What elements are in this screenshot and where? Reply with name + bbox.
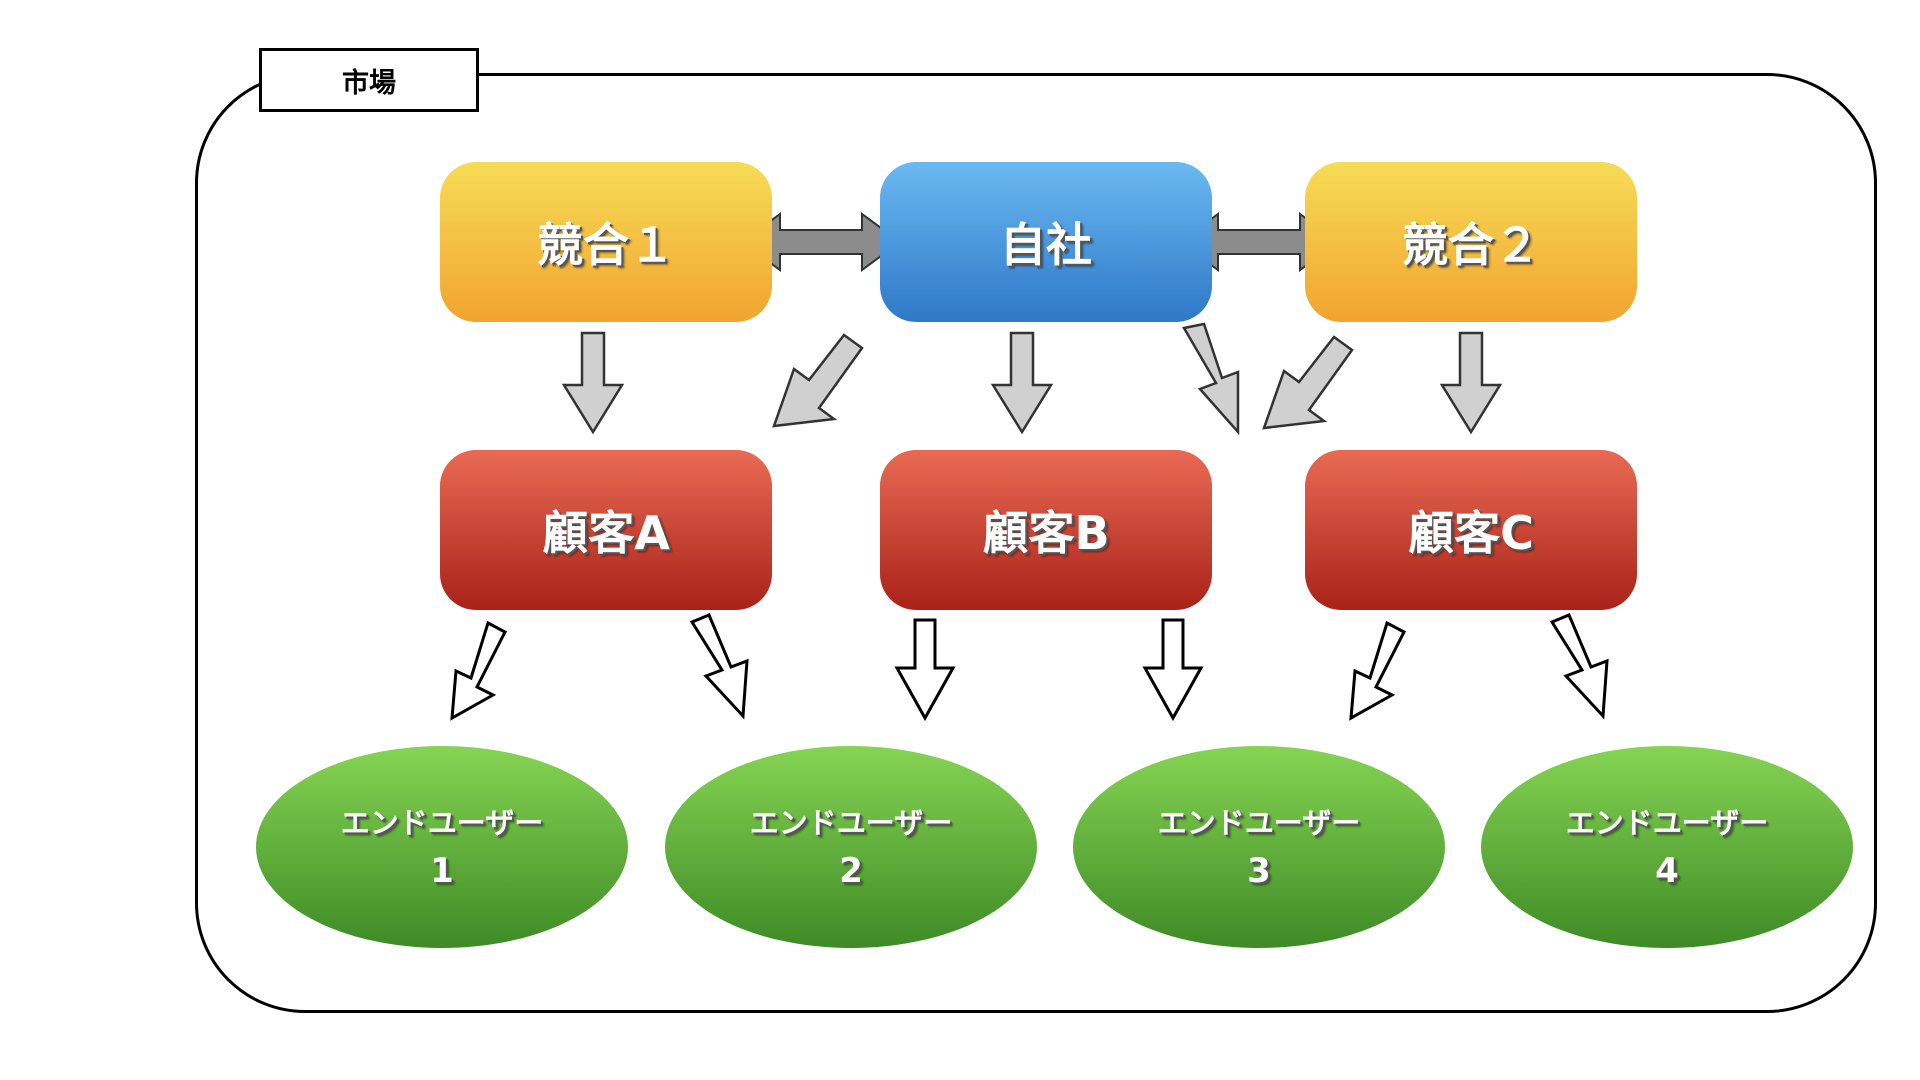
- market-boundary: [195, 73, 1877, 1013]
- end-user-2-node: エンドユーザー 2: [665, 746, 1037, 948]
- end-user-label: エンドユーザー: [340, 806, 544, 840]
- customer-a-node: 顧客A: [440, 450, 772, 610]
- self-company-node: 自社: [880, 162, 1212, 322]
- end-user-number: 4: [1655, 851, 1679, 891]
- customer-b-node: 顧客B: [880, 450, 1212, 610]
- end-user-4-node: エンドユーザー 4: [1481, 746, 1853, 948]
- end-user-number: 3: [1247, 851, 1271, 891]
- end-user-label: エンドユーザー: [1157, 806, 1361, 840]
- end-user-number: 2: [839, 851, 863, 891]
- end-user-number: 1: [430, 851, 454, 891]
- end-user-label: エンドユーザー: [749, 806, 953, 840]
- market-label: 市場: [259, 48, 479, 112]
- customer-c-node: 顧客C: [1305, 450, 1637, 610]
- competitor-2-node: 競合２: [1305, 162, 1637, 322]
- competitor-1-node: 競合１: [440, 162, 772, 322]
- end-user-label: エンドユーザー: [1565, 806, 1769, 840]
- end-user-1-node: エンドユーザー 1: [256, 746, 628, 948]
- end-user-3-node: エンドユーザー 3: [1073, 746, 1445, 948]
